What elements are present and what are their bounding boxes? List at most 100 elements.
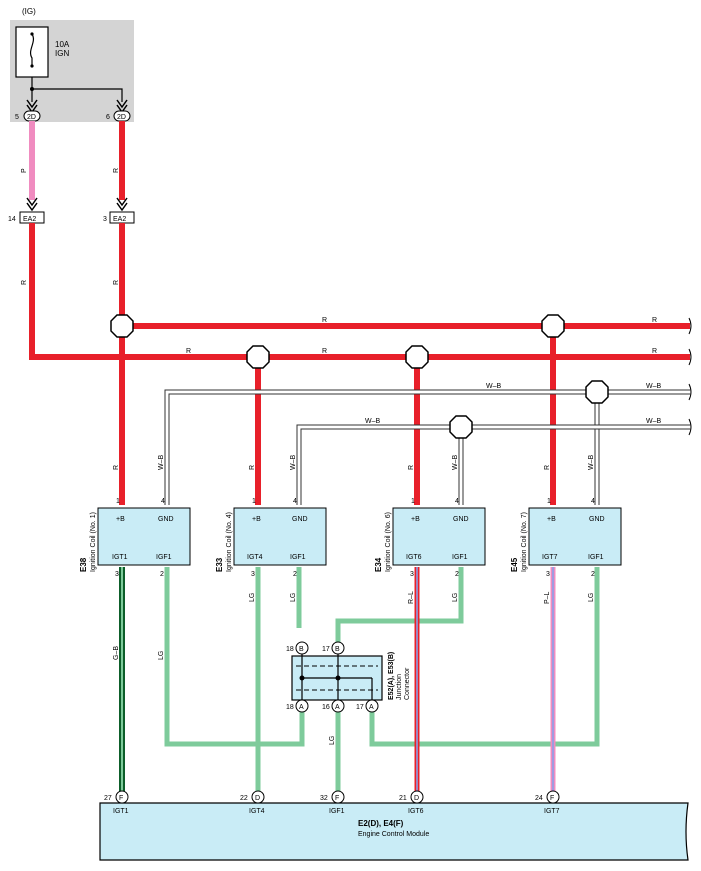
wire-label-r: R bbox=[652, 348, 657, 355]
splice-icon bbox=[449, 415, 473, 439]
ecm-pin-conn: D bbox=[414, 795, 419, 802]
wire-label-gb: G–B bbox=[113, 646, 120, 660]
wire-label-lg: LG bbox=[329, 736, 336, 745]
jc-pin-conn: A bbox=[299, 704, 304, 711]
coil-igf: IGF1 bbox=[452, 554, 468, 561]
wire-label-lg: LG bbox=[249, 593, 256, 602]
ea2-left-num: 14 bbox=[8, 216, 16, 223]
jc-pin-num: 16 bbox=[322, 704, 330, 711]
coil-b: +B bbox=[547, 516, 556, 523]
wire-label-wb: W–B bbox=[646, 418, 662, 425]
connector-arrow-icon bbox=[26, 197, 38, 212]
jc-pin-conn: A bbox=[335, 704, 340, 711]
coil-pin: 4 bbox=[293, 498, 297, 505]
coil-code: E34 bbox=[374, 557, 383, 572]
jc-line3: Connector bbox=[404, 667, 411, 700]
jc-pin-conn: A bbox=[369, 704, 374, 711]
coil-code: E45 bbox=[510, 557, 519, 572]
splice-icon bbox=[110, 314, 134, 338]
wire-label-wb: W–B bbox=[588, 455, 595, 471]
coil-igt: IGT4 bbox=[247, 554, 263, 561]
jc-pin-num: 17 bbox=[356, 704, 364, 711]
coil-pin: 3 bbox=[115, 571, 119, 578]
ecm-pin-conn: F bbox=[119, 795, 123, 802]
jc-pin-num: 17 bbox=[322, 646, 330, 653]
splice-icon bbox=[585, 380, 609, 404]
wire-label-r: R bbox=[544, 465, 551, 470]
jc-pin-num: 18 bbox=[286, 704, 294, 711]
pin-2d-left-conn: 2D bbox=[27, 114, 36, 121]
wire-label-r: R bbox=[113, 465, 120, 470]
wire-label-r: R bbox=[652, 317, 657, 324]
wire-label-r: R bbox=[249, 465, 256, 470]
pin-2d-left-num: 5 bbox=[15, 114, 19, 121]
ecm-pin-num: 27 bbox=[104, 795, 112, 802]
coil-pin: 1 bbox=[547, 498, 551, 505]
coil-igt: IGT1 bbox=[112, 554, 128, 561]
coil-code: E33 bbox=[215, 557, 224, 572]
coil-pin: 2 bbox=[591, 571, 595, 578]
coil-gnd: GND bbox=[589, 516, 605, 523]
coil-code: E38 bbox=[79, 557, 88, 572]
ground-wires-wb bbox=[164, 389, 690, 505]
wire-label-r: R bbox=[408, 465, 415, 470]
wire-label-wb: W–B bbox=[365, 418, 381, 425]
wire-label-lg: LG bbox=[588, 593, 595, 602]
coil-b: +B bbox=[252, 516, 261, 523]
splice-icon bbox=[246, 345, 270, 369]
coil-pin: 4 bbox=[161, 498, 165, 505]
ecm-pin-num: 24 bbox=[535, 795, 543, 802]
wire-label-wb: W–B bbox=[158, 455, 165, 471]
coil-igf: IGF1 bbox=[290, 554, 306, 561]
ignition-coil-1: 1 4 +B GND IGT1 IGF1 3 2 E38 Ignition Co… bbox=[79, 498, 191, 578]
ecm-pin-num: 32 bbox=[320, 795, 328, 802]
fuse-name: IGN bbox=[55, 49, 69, 58]
splice-icon bbox=[405, 345, 429, 369]
coil-pin: 3 bbox=[410, 571, 414, 578]
junction-connector: B 18 B 17 A 18 A 16 A 17 E52(A), E53(B) … bbox=[286, 641, 411, 713]
pin-2d-right-num: 6 bbox=[106, 114, 110, 121]
wire-break-marks bbox=[688, 317, 692, 436]
coil-gnd: GND bbox=[292, 516, 308, 523]
ea2-right-label: EA2 bbox=[113, 216, 126, 223]
ecm-pin-num: 21 bbox=[399, 795, 407, 802]
coil-pin: 3 bbox=[251, 571, 255, 578]
jc-line2: Junction bbox=[396, 674, 403, 700]
wire-label-r: R bbox=[113, 280, 120, 285]
engine-control-module: E2(D), E4(F) Engine Control Module F 27 … bbox=[99, 790, 689, 861]
connector-arrow-icon bbox=[116, 197, 128, 212]
wire-label-pl: P–L bbox=[544, 591, 551, 604]
signal-wires bbox=[119, 567, 600, 792]
coil-igt: IGT7 bbox=[542, 554, 558, 561]
ecm-pin-label: IGF1 bbox=[329, 808, 345, 815]
wire-label-wb: W–B bbox=[486, 383, 502, 390]
ecm-pin-label: IGT6 bbox=[408, 808, 424, 815]
coil-b: +B bbox=[411, 516, 420, 523]
ecm-pin-label: IGT4 bbox=[249, 808, 265, 815]
ignition-coil-6: 1 4 +B GND IGT6 IGF1 3 2 E34 Ignition Co… bbox=[374, 498, 486, 578]
jc-pin-conn: B bbox=[335, 646, 340, 653]
coil-pin: 4 bbox=[591, 498, 595, 505]
ecm-pin-label: IGT7 bbox=[544, 808, 560, 815]
ecm-pin-label: IGT1 bbox=[113, 808, 129, 815]
ig-label: (IG) bbox=[22, 7, 36, 16]
ecm-pin-num: 22 bbox=[240, 795, 248, 802]
coil-name: Ignition Coil (No. 4) bbox=[226, 512, 233, 572]
coil-name: Ignition Coil (No. 6) bbox=[385, 512, 392, 572]
wire-label-lg: LG bbox=[452, 593, 459, 602]
coil-pin: 3 bbox=[546, 571, 550, 578]
splice-icon bbox=[541, 314, 565, 338]
ignition-coil-7: 1 4 +B GND IGT7 IGF1 3 2 E45 Ignition Co… bbox=[510, 498, 622, 578]
ecm-pin-conn: D bbox=[255, 795, 260, 802]
fuse-amp: 10A bbox=[55, 40, 70, 49]
wire-label-wb: W–B bbox=[290, 455, 297, 471]
jc-title: E52(A), E53(B) bbox=[388, 652, 395, 700]
pin-2d-right-conn: 2D bbox=[117, 114, 126, 121]
wire-label-lg: LG bbox=[158, 651, 165, 660]
coil-pin: 2 bbox=[160, 571, 164, 578]
power-wires-red bbox=[29, 223, 690, 505]
jc-pin-conn: B bbox=[299, 646, 304, 653]
ea2-right-num: 3 bbox=[103, 216, 107, 223]
wire-label-r: R bbox=[21, 280, 28, 285]
